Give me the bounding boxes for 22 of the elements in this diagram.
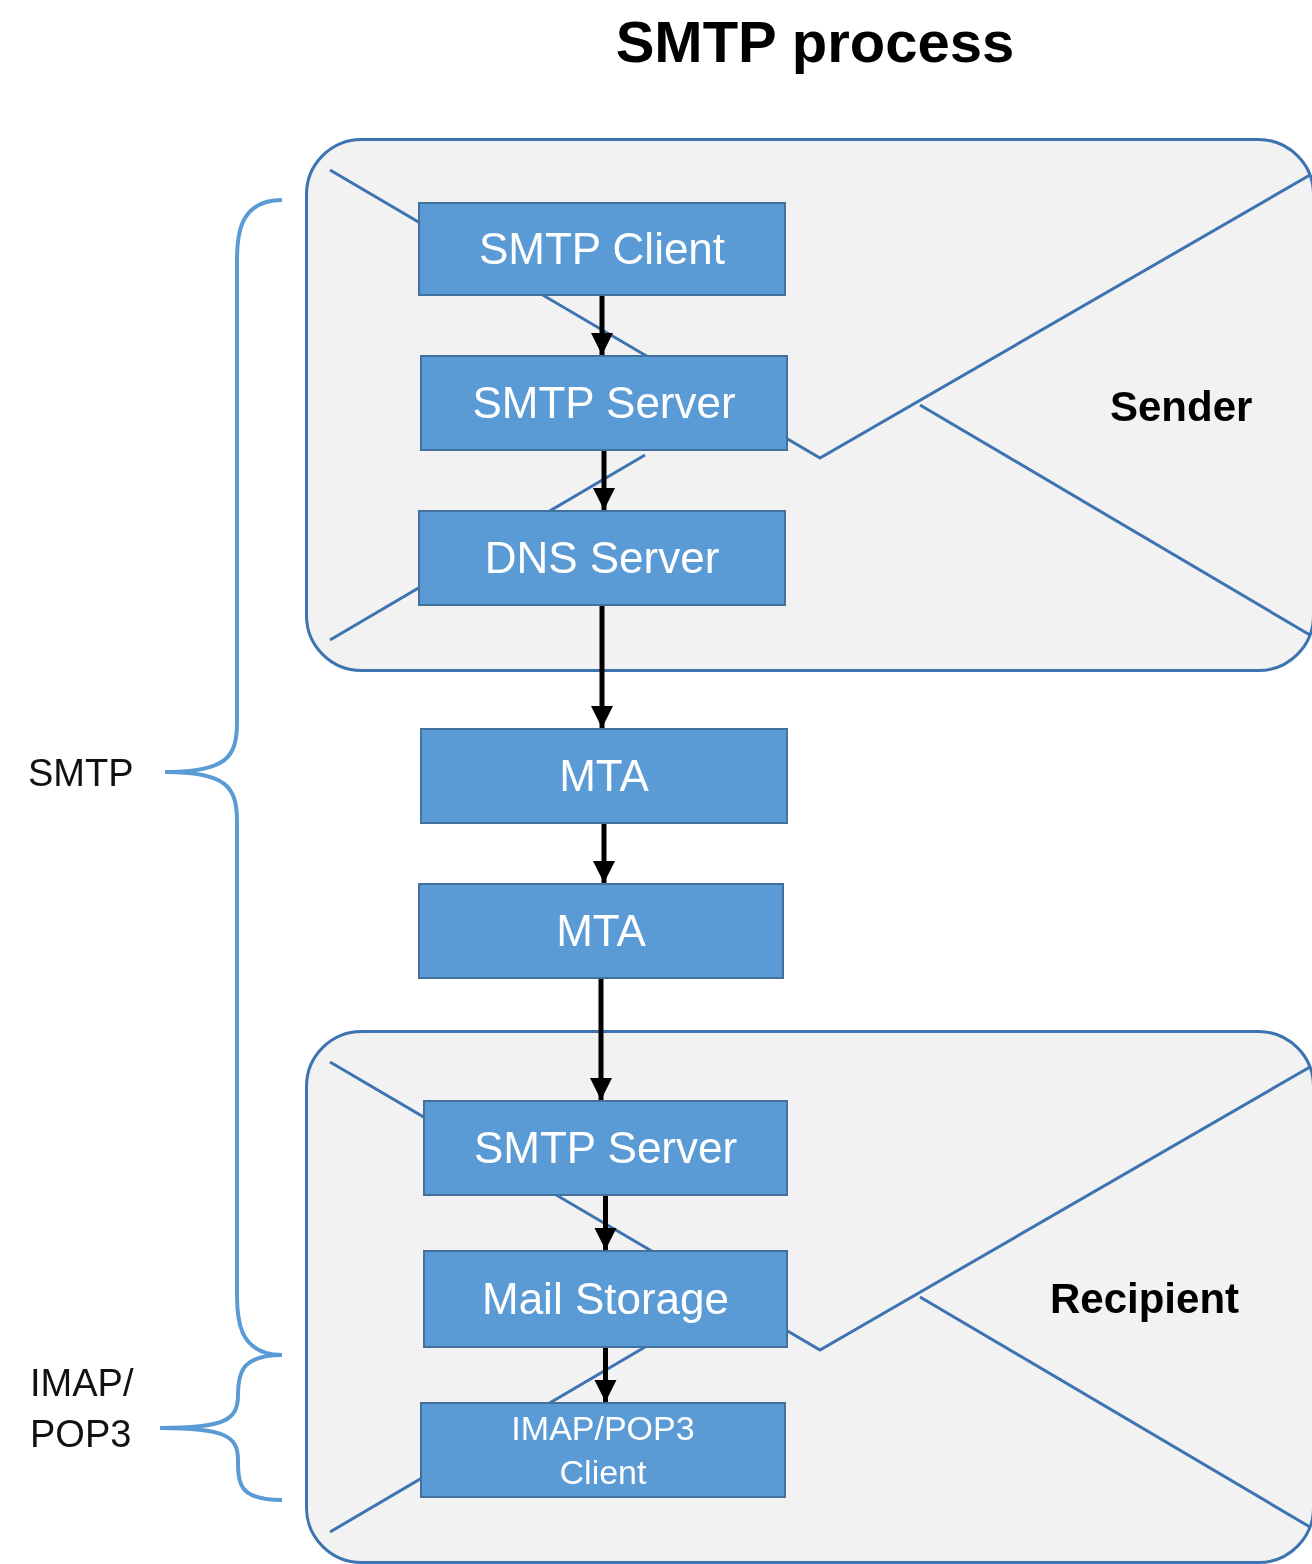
arrow: [592, 451, 616, 510]
process-box: DNS Server: [418, 510, 786, 606]
envelope-panel: [305, 1030, 1312, 1564]
arrow: [594, 1196, 617, 1250]
side-label: IMAP/ POP3: [30, 1361, 135, 1458]
side-label: SMTP: [28, 751, 135, 796]
panel-label: Sender: [1110, 383, 1253, 431]
process-box: MTA: [418, 883, 784, 979]
arrow: [594, 1348, 617, 1402]
arrow: [590, 606, 614, 728]
process-box: IMAP/POP3 Client: [420, 1402, 786, 1498]
process-box: SMTP Client: [418, 202, 786, 296]
arrow: [590, 296, 614, 355]
process-box: Mail Storage: [423, 1250, 788, 1348]
arrow: [592, 824, 616, 883]
panel-label: Recipient: [1050, 1275, 1240, 1323]
process-box: SMTP Server: [420, 355, 788, 451]
process-box: SMTP Server: [423, 1100, 788, 1196]
diagram-title: SMTP process: [614, 8, 1016, 75]
process-box: MTA: [420, 728, 788, 824]
envelope-panel: [305, 138, 1312, 672]
arrow: [589, 979, 613, 1100]
